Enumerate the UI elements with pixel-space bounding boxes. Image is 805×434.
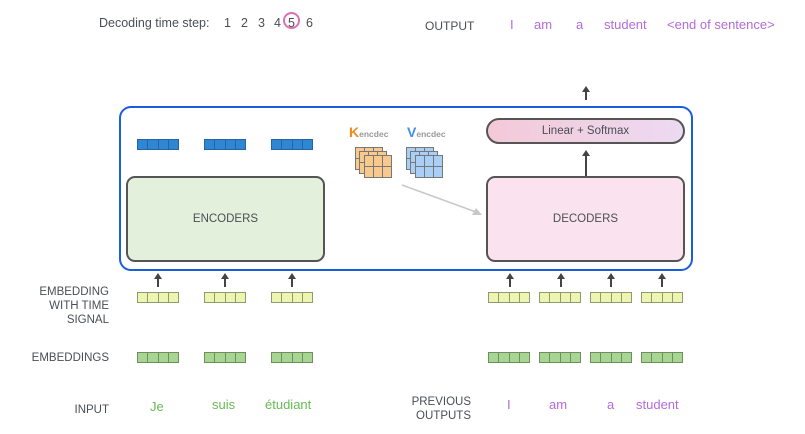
- previous-output-token: a: [607, 397, 615, 412]
- arrow-up-icon: [506, 273, 514, 287]
- output-token: a: [576, 17, 584, 32]
- v-encdec-label: Vencdec: [407, 124, 446, 140]
- arrow-up-icon: [658, 273, 666, 287]
- arrow-up-icon: [582, 86, 590, 100]
- label-line: EMBEDDING: [39, 286, 109, 298]
- label-line: PREVIOUS: [411, 396, 471, 408]
- step-5: 5: [288, 16, 295, 30]
- embedding-vector: [137, 352, 179, 363]
- output-label: OUTPUT: [425, 19, 475, 33]
- previous-output-token: student: [636, 397, 679, 412]
- embedding-vector: [539, 352, 581, 363]
- time-signal-embedding: [539, 292, 581, 303]
- decoders-label: DECODERS: [552, 213, 619, 225]
- step-3: 3: [258, 16, 265, 30]
- previous-output-token: I: [507, 397, 511, 412]
- step-6: 6: [306, 16, 313, 30]
- label-line: SIGNAL: [66, 314, 109, 326]
- label-line: OUTPUTS: [416, 410, 471, 422]
- output-token: I: [510, 17, 514, 32]
- time-signal-embedding: [641, 292, 683, 303]
- arrow-up-icon: [607, 273, 615, 287]
- step-1: 1: [224, 16, 231, 30]
- time-signal-embedding: [590, 292, 632, 303]
- previous-output-token: am: [549, 397, 568, 412]
- encoder-output-vector: [271, 139, 313, 150]
- input-token: étudiant: [265, 397, 312, 412]
- embedding-vector: [204, 352, 246, 363]
- encoders-block: ENCODERS: [126, 176, 325, 262]
- embedding-vector: [488, 352, 530, 363]
- encoder-output-vector: [204, 139, 246, 150]
- label-line: WITH TIME: [49, 300, 109, 312]
- arrow-up-icon: [557, 273, 565, 287]
- transformer-container: [119, 106, 693, 271]
- embedding-vector: [590, 352, 632, 363]
- linear-softmax-label: Linear + Softmax: [541, 125, 630, 137]
- current-step-highlight: [283, 12, 300, 29]
- time-signal-embedding: [204, 292, 246, 303]
- embedding-vector: [271, 352, 313, 363]
- output-token-eos: <end of sentence>: [667, 17, 775, 32]
- value-matrix: [414, 154, 444, 178]
- input-token: suis: [212, 397, 236, 412]
- decoding-step-title: Decoding time step:: [99, 16, 210, 30]
- embedding-time-signal-label: EMBEDDING WITH TIME SIGNAL: [20, 285, 109, 327]
- arrow-up-icon: [288, 273, 296, 287]
- embedding-vector: [641, 352, 683, 363]
- key-matrix: [363, 154, 393, 178]
- encoders-label: ENCODERS: [192, 213, 259, 225]
- time-signal-embedding: [271, 292, 313, 303]
- linear-softmax-block: Linear + Softmax: [486, 118, 685, 144]
- step-2: 2: [241, 16, 248, 30]
- encoder-output-vector: [137, 139, 179, 150]
- step-4: 4: [274, 16, 281, 30]
- embeddings-label: EMBEDDINGS: [31, 352, 109, 364]
- input-token: Je: [150, 399, 164, 414]
- decoders-block: DECODERS: [486, 176, 685, 262]
- time-signal-embedding: [137, 292, 179, 303]
- arrow-up-icon: [154, 273, 162, 287]
- output-token: am: [534, 17, 553, 32]
- k-encdec-label: Kencdec: [349, 124, 389, 140]
- time-signal-embedding: [488, 292, 530, 303]
- arrow-up-icon: [221, 273, 229, 287]
- previous-outputs-label: PREVIOUS OUTPUTS: [400, 395, 471, 423]
- input-label: INPUT: [74, 404, 110, 416]
- output-token: student: [604, 17, 647, 32]
- kv-to-decoder-arrow-icon: [401, 184, 482, 215]
- arrow-up-icon: [582, 150, 590, 176]
